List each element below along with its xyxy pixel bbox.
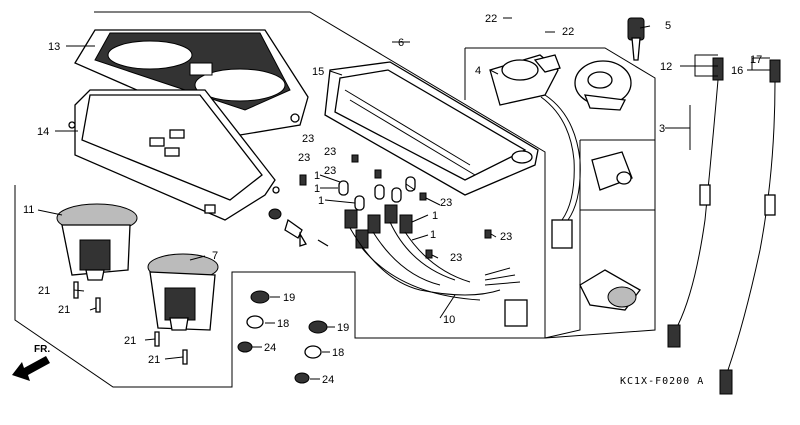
- screw-21-group: [73, 281, 188, 365]
- callout-19-a: 19: [283, 292, 295, 304]
- tachometer-cable-part: [667, 57, 724, 348]
- screw-23-group: [299, 154, 492, 259]
- callout-12: 12: [660, 61, 672, 73]
- callout-23-f: 23: [450, 252, 462, 264]
- callout-16: 16: [731, 65, 743, 77]
- tachometer-unit-part: [147, 253, 219, 331]
- callout-22-top: 22: [485, 13, 497, 25]
- callout-23-b: 23: [324, 146, 336, 158]
- callout-21-d: 21: [148, 354, 160, 366]
- callout-19-b: 19: [337, 322, 349, 334]
- assembly-boundary: [14, 11, 656, 388]
- bulbs-group: [338, 176, 416, 211]
- speedometer-unit-part: [56, 203, 138, 281]
- callout-7: 7: [212, 250, 218, 262]
- front-direction-arrow: FR.: [12, 344, 50, 381]
- callout-1-a: 1: [314, 170, 320, 182]
- callout-3: 3: [659, 123, 665, 135]
- callout-1-e: 1: [430, 229, 436, 241]
- upper-cover-part: [74, 29, 309, 136]
- front-label: FR.: [34, 344, 50, 355]
- callout-21-b: 21: [58, 304, 70, 316]
- callout-23-a: 23: [302, 133, 314, 145]
- meter-tray-part: [324, 61, 539, 196]
- callout-5: 5: [665, 20, 671, 32]
- callout-1-b: 1: [314, 183, 320, 195]
- lock-cylinder-part: [591, 151, 633, 191]
- callout-23-d: 23: [440, 197, 452, 209]
- ignition-key-part: [627, 17, 645, 61]
- callout-13: 13: [48, 41, 60, 53]
- callout-17: 17: [750, 54, 762, 66]
- diagram-code: KC1X-F0200 A: [620, 376, 704, 387]
- callout-14: 14: [37, 126, 49, 138]
- switch-bracket-part: [579, 269, 641, 311]
- bulb-socket-harness: [344, 204, 528, 327]
- callout-24-b: 24: [322, 374, 334, 386]
- callout-21-a: 21: [38, 285, 50, 297]
- grommet-washer-nut-group: [237, 290, 328, 384]
- ignition-switch-part: [489, 54, 581, 249]
- callout-18-b: 18: [332, 347, 344, 359]
- callout-23-e: 23: [500, 231, 512, 243]
- callout-10: 10: [443, 314, 455, 326]
- callout-6: 6: [398, 37, 404, 49]
- callout-21-c: 21: [124, 335, 136, 347]
- callout-22-right: 22: [562, 26, 574, 38]
- callout-4: 4: [475, 65, 481, 77]
- socket-small-parts: [268, 208, 329, 247]
- callout-1-d: 1: [432, 210, 438, 222]
- callout-11: 11: [23, 204, 34, 216]
- lower-case-part: [68, 89, 280, 221]
- leader-lines: [37, 17, 770, 380]
- callout-23-g: 23: [298, 152, 310, 164]
- speedometer-cable-part: [719, 59, 781, 395]
- callout-24-a: 24: [264, 342, 276, 354]
- callout-labels: 13 14 11 15 6 7 22 22 4 5 3 12 16 17 10 …: [23, 13, 762, 387]
- callout-15: 15: [312, 66, 324, 78]
- callout-18-a: 18: [277, 318, 289, 330]
- switch-cap-part: [574, 60, 632, 111]
- callout-1-c: 1: [318, 195, 324, 207]
- callout-23-c: 23: [324, 165, 336, 177]
